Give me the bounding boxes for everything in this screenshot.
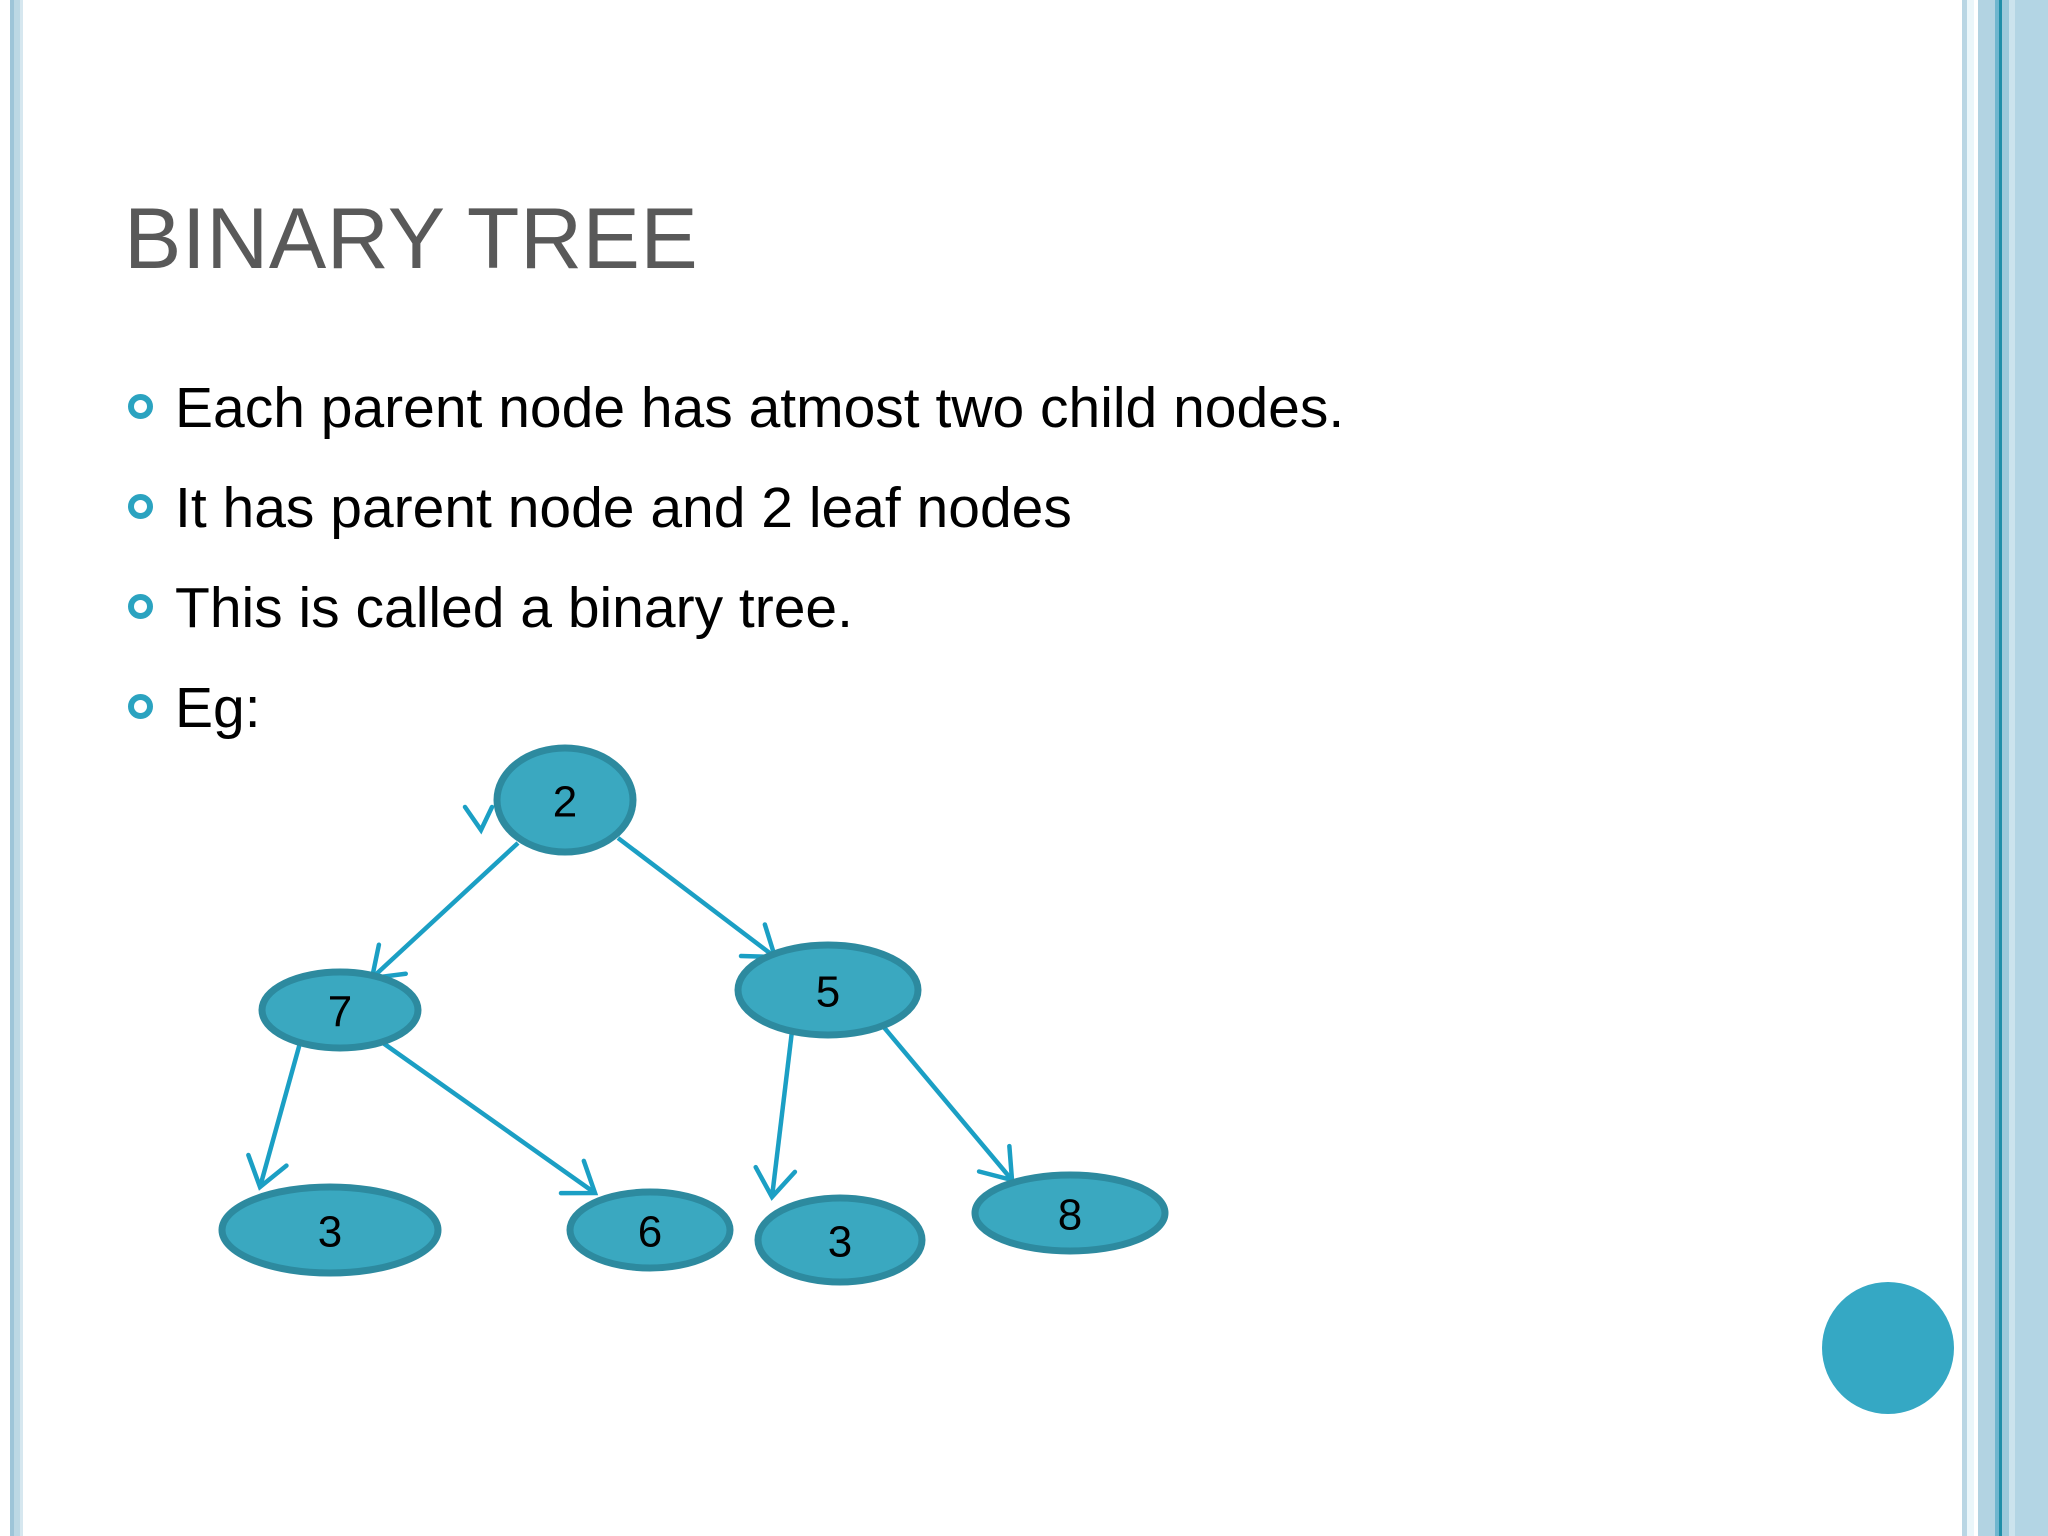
border-stripe (2002, 0, 2009, 1536)
tree-edge (381, 1041, 599, 1196)
list-item: This is called a binary tree. (128, 580, 1828, 680)
tree-node: 3 (754, 1194, 926, 1286)
tree-node-ellipse (734, 941, 922, 1039)
list-item-label: It has parent node and 2 leaf nodes (175, 476, 1072, 540)
tree-edge-arrowhead-icon (246, 1152, 289, 1191)
tree-node-ellipse (971, 1171, 1169, 1255)
tree-edge-arrowhead-icon (558, 1158, 599, 1196)
tree-edge (616, 836, 779, 960)
tree-edge (246, 1042, 303, 1191)
bullet-list: Each parent node has atmost two child no… (128, 380, 1828, 780)
border-stripe (1974, 0, 1978, 1536)
slide-border-right (1956, 0, 2048, 1536)
list-item-label: Eg: (175, 676, 261, 740)
tree-node-label: 3 (828, 1218, 852, 1267)
border-stripe (1995, 0, 1999, 1536)
tree-node-label: 6 (638, 1208, 662, 1257)
tree-edges-layer (246, 836, 1015, 1201)
tree-node: 3 (218, 1183, 442, 1277)
binary-tree-svg: 2 7 5 3 6 3 8 (218, 744, 1169, 1286)
tree-node: 8 (971, 1171, 1169, 1255)
tree-edge-line (370, 841, 520, 980)
tree-node: 7 (258, 968, 422, 1052)
tree-node-ellipse (218, 1183, 442, 1277)
tree-node-ellipse (566, 1188, 734, 1272)
border-stripe (2009, 0, 2015, 1536)
hollow-circle-bullet-icon (128, 394, 153, 419)
tree-node-label: 2 (553, 778, 577, 827)
border-stripe (1978, 0, 1995, 1536)
list-item-label: Each parent node has atmost two child no… (175, 376, 1345, 440)
decorative-circle (1822, 1282, 1954, 1414)
tree-edge-line (257, 1042, 303, 1188)
tree-edge (369, 841, 520, 981)
tree-edge (753, 1030, 798, 1201)
slide-border-left (0, 0, 30, 1536)
tree-edge-line (381, 1041, 597, 1195)
stray-arrow-artifact-icon (462, 804, 495, 835)
tree-node: 2 (493, 744, 637, 856)
border-stripe (2015, 0, 2048, 1536)
tree-nodes-layer: 2 7 5 3 6 3 8 (218, 744, 1169, 1286)
tree-node: 5 (734, 941, 922, 1039)
border-stripe (1999, 0, 2002, 1536)
border-stripe (14, 0, 20, 1536)
border-stripe (10, 0, 14, 1536)
tree-node-label: 7 (328, 988, 352, 1037)
hollow-circle-bullet-icon (128, 494, 153, 519)
list-item: It has parent node and 2 leaf nodes (128, 480, 1828, 580)
hollow-circle-bullet-icon (128, 594, 153, 619)
page-title: BINARY TREE (124, 191, 699, 287)
tree-node-label: 3 (318, 1208, 342, 1257)
border-stripe (1967, 0, 1974, 1536)
tree-edge (880, 1023, 1015, 1183)
tree-edge-arrowhead-icon (753, 1164, 798, 1201)
tree-node-ellipse (258, 968, 422, 1052)
list-item: Each parent node has atmost two child no… (128, 380, 1828, 480)
tree-node-ellipse (493, 744, 637, 856)
tree-edge-line (769, 1030, 795, 1198)
tree-node-ellipse (754, 1194, 926, 1286)
tree-node: 6 (566, 1188, 734, 1272)
binary-tree-diagram: 2 7 5 3 6 3 8 (140, 735, 1240, 1295)
list-item: Eg: (128, 680, 1828, 780)
tree-node-label: 5 (816, 968, 840, 1017)
border-stripe (20, 0, 23, 1536)
tree-edge-line (616, 836, 777, 959)
hollow-circle-bullet-icon (128, 694, 153, 719)
border-stripe (1962, 0, 1967, 1536)
tree-edge-line (880, 1023, 1014, 1182)
tree-node-label: 8 (1058, 1191, 1082, 1240)
list-item-label: This is called a binary tree. (175, 576, 853, 640)
